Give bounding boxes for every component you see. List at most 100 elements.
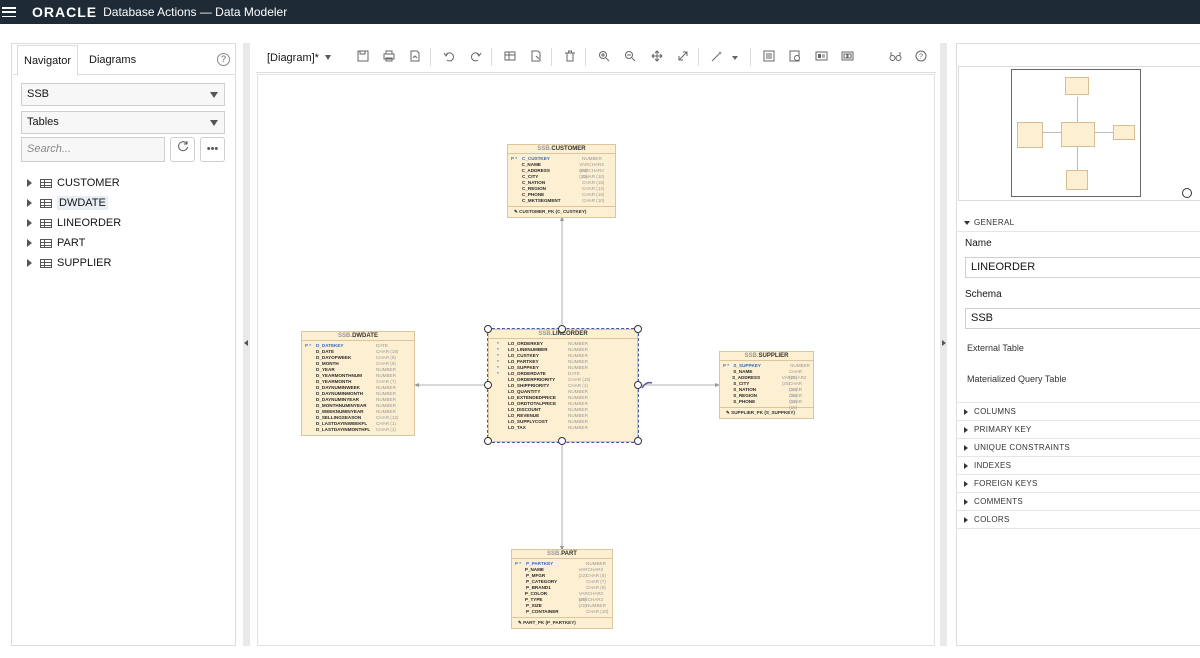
resize-handle[interactable] [634,437,642,445]
add-table-icon[interactable] [503,50,517,64]
redo-icon[interactable] [469,50,483,64]
resize-handle[interactable] [484,437,492,445]
left-splitter[interactable] [243,43,250,646]
section-foreign-keys[interactable]: FOREIGN KEYS [957,475,1200,493]
section-general-header[interactable]: GENERAL [957,214,1200,232]
column-type: CHAR (9) [376,355,396,360]
entity-column-row: LO_EXTENDEDPRICE NUMBER [497,395,634,401]
collapse-left-icon[interactable] [244,340,248,346]
object-type-select[interactable]: Tables [21,111,225,134]
menu-icon[interactable] [2,6,16,18]
relationship-lines [414,216,720,551]
resize-handle[interactable] [634,325,642,333]
undo-icon[interactable] [442,50,456,64]
auto-layout-icon[interactable] [710,50,724,64]
schema-select[interactable]: SSB [21,83,225,106]
expand-icon[interactable] [27,199,32,207]
more-options-button[interactable]: ••• [200,137,225,162]
tree-item-lineorder[interactable]: LINEORDER [27,213,121,233]
pan-icon[interactable] [650,50,664,64]
tab-navigator[interactable]: Navigator [17,45,79,76]
diagram-overview[interactable] [958,66,1200,201]
section-indexes[interactable]: INDEXES [957,457,1200,475]
properties-icon[interactable] [762,50,776,64]
save-icon[interactable] [356,50,370,64]
column-type: CHAR (10) [582,174,605,179]
search-input[interactable]: Search... [21,137,165,162]
find-icon[interactable] [888,50,902,64]
display-options-icon[interactable] [814,50,828,64]
resize-handle[interactable] [484,381,492,389]
resize-handle[interactable] [484,325,492,333]
tree-item-customer[interactable]: CUSTOMER [27,173,121,193]
section-primary-key[interactable]: PRIMARY KEY [957,421,1200,439]
column-name: LO_EXTENDEDPRICE [508,395,556,400]
viewport-resize-handle[interactable] [1182,188,1192,198]
column-name: S_CITY [733,381,750,386]
column-name: D_DAYNUMINMONTH [316,391,364,396]
resize-handle[interactable] [634,381,642,389]
column-type: VARCHAR2 (25) [781,375,807,386]
section-unique-constraints[interactable]: UNIQUE CONSTRAINTS [957,439,1200,457]
section-comments[interactable]: COMMENTS [957,493,1200,511]
diagram-panel: [Diagram]* [256,43,936,646]
navigator-tabs: Navigator Diagrams ? [13,45,236,76]
resize-handle[interactable] [558,437,566,445]
collapse-right-icon[interactable] [942,340,946,346]
column-type: NUMBER [568,395,588,400]
column-type: CHAR (12) [376,415,399,420]
expand-icon[interactable] [27,239,32,247]
zoom-in-icon[interactable] [597,50,611,64]
delete-icon[interactable] [563,50,577,64]
entity-header: SSB.SUPPLIER [720,352,813,361]
expand-icon[interactable] [27,179,32,187]
section-columns[interactable]: COLUMNS [957,403,1200,421]
caret-right-icon [964,499,968,505]
section-colors[interactable]: COLORS [957,511,1200,529]
caret-right-icon [964,463,968,469]
tree-item-supplier[interactable]: SUPPLIER [27,253,121,273]
tab-diagrams[interactable]: Diagrams [89,54,137,66]
add-view-icon[interactable] [529,50,543,64]
overview-entity [1061,122,1095,147]
chevron-down-icon[interactable] [728,51,742,65]
mqt-checkbox[interactable]: Materialized Query Table [967,374,1067,384]
ddl-icon[interactable] [788,50,802,64]
help-icon[interactable]: ? [217,53,230,66]
diagram-selector[interactable]: [Diagram]* [267,52,331,64]
tree-item-part[interactable]: PART [27,233,121,253]
tree-item-dwdate[interactable]: DWDATE [27,193,121,213]
right-splitter[interactable] [940,43,947,646]
print-icon[interactable] [382,50,396,64]
column-flag: P * [515,561,522,566]
expand-icon[interactable] [27,259,32,267]
layout-options-icon[interactable] [840,50,854,64]
zoom-out-icon[interactable] [623,50,637,64]
help-icon[interactable]: ? [914,50,928,64]
export-image-icon[interactable] [408,50,422,64]
column-name: D_MONTHNUMINYEAR [316,403,367,408]
external-table-checkbox[interactable]: External Table [967,343,1024,353]
refresh-button[interactable] [170,137,195,162]
viewport-frame[interactable] [1011,69,1141,197]
expand-icon[interactable] [27,219,32,227]
schema-select-value: SSB [27,88,50,100]
fit-screen-icon[interactable] [676,50,690,64]
name-field[interactable]: LINEORDER [965,257,1200,278]
schema-field[interactable]: SSB [965,308,1200,329]
resize-handle[interactable] [558,325,566,333]
